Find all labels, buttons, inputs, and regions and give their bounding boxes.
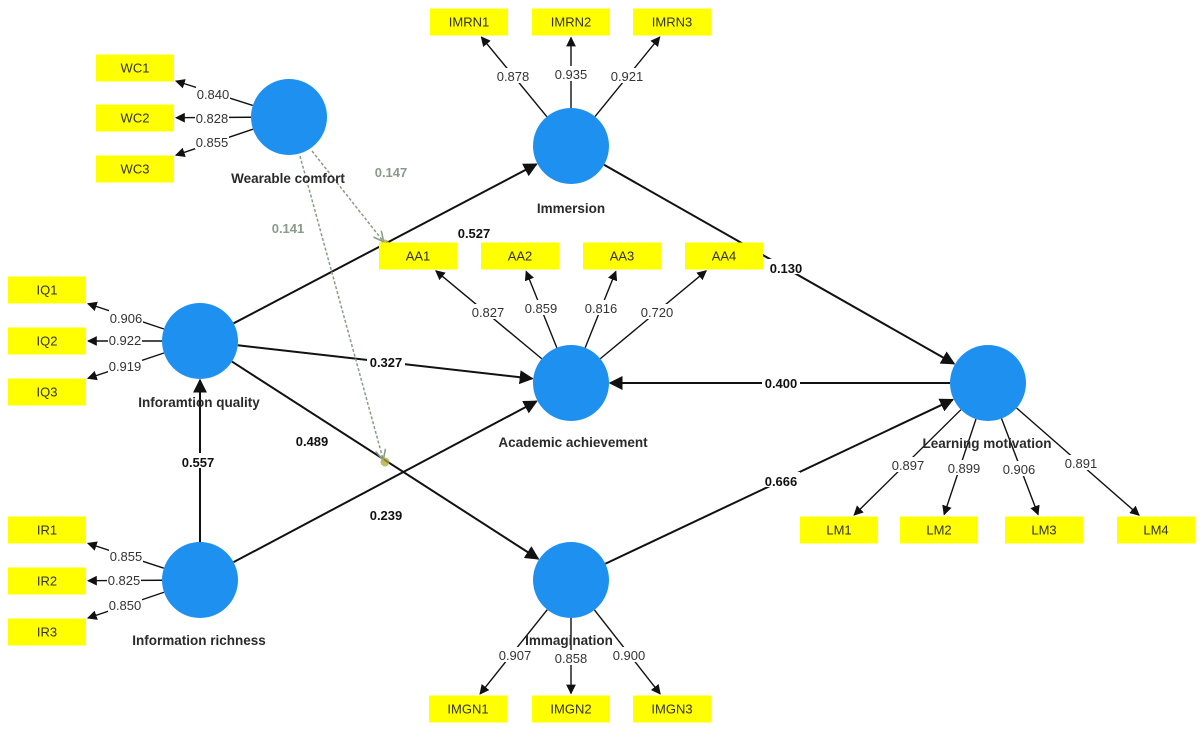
indicator-box-imrn1 <box>430 8 508 36</box>
construct-node-iq <box>162 303 238 379</box>
indicator-label-iq1: IQ1 <box>37 283 58 298</box>
indicator-label-wc2: WC2 <box>121 111 150 126</box>
indicator-label-lm4: LM4 <box>1143 523 1168 538</box>
construct-label-iq: Inforamtion quality <box>138 395 260 410</box>
indicator-box-wc2 <box>96 104 174 132</box>
indicator-label-imgn1: IMGN1 <box>447 702 488 717</box>
indicator-label-aa1: AA1 <box>406 249 431 264</box>
construct-label-aa: Academic achievement <box>498 435 648 450</box>
path-coefficient-lm-aa: 0.400 <box>765 376 798 391</box>
indicator-box-iq3 <box>8 378 86 406</box>
indicator-box-aa3 <box>583 242 661 270</box>
indicator-label-imgn2: IMGN2 <box>550 702 591 717</box>
path-coefficient-img-lm: 0.666 <box>765 474 798 489</box>
indicator-box-imgn2 <box>532 695 610 723</box>
indicator-label-imrn1: IMRN1 <box>449 15 489 30</box>
indicator-box-iq2 <box>8 327 86 355</box>
construct-label-img: Immagination <box>525 633 613 648</box>
loading-value-lm2: 0.899 <box>948 461 981 476</box>
indicator-label-imgn3: IMGN3 <box>651 702 692 717</box>
loading-value-imrn1: 0.878 <box>497 69 530 84</box>
moderation-coefficient-iq-imr: 0.147 <box>375 165 408 180</box>
indicator-box-iq1 <box>8 276 86 304</box>
indicator-label-aa2: AA2 <box>508 249 533 264</box>
indicator-label-imrn3: IMRN3 <box>652 15 692 30</box>
indicator-label-imrn2: IMRN2 <box>551 15 591 30</box>
indicator-label-aa4: AA4 <box>712 249 737 264</box>
loading-value-iq1: 0.906 <box>110 311 143 326</box>
loading-value-iq3: 0.919 <box>109 359 142 374</box>
indicator-label-wc1: WC1 <box>121 61 150 76</box>
indicator-label-lm3: LM3 <box>1031 523 1056 538</box>
construct-node-aa <box>533 345 609 421</box>
loading-value-lm1: 0.897 <box>892 458 925 473</box>
indicator-label-ir3: IR3 <box>37 625 57 640</box>
path-coefficient-ir-iq: 0.557 <box>182 455 215 470</box>
indicator-box-lm1 <box>800 516 878 544</box>
indicator-box-ir3 <box>8 618 86 646</box>
moderation-coefficient-iq-img: 0.141 <box>272 221 305 236</box>
moderation-arrow-iq-img <box>299 155 383 459</box>
indicator-box-lm3 <box>1005 516 1083 544</box>
indicator-label-iq3: IQ3 <box>37 385 58 400</box>
indicator-box-wc1 <box>96 54 174 82</box>
indicator-label-ir1: IR1 <box>37 523 57 538</box>
loading-value-lm4: 0.891 <box>1065 456 1098 471</box>
indicator-box-lm2 <box>900 516 978 544</box>
loading-value-aa2: 0.859 <box>525 301 558 316</box>
path-coefficient-imr-lm: 0.130 <box>770 261 803 276</box>
construct-node-wc <box>251 79 327 155</box>
loading-value-aa3: 0.816 <box>585 301 618 316</box>
construct-node-imr <box>533 108 609 184</box>
construct-label-imr: Immersion <box>537 201 605 216</box>
indicator-label-lm1: LM1 <box>826 523 851 538</box>
indicator-label-aa3: AA3 <box>610 249 635 264</box>
indicator-label-wc3: WC3 <box>121 162 150 177</box>
indicator-box-ir1 <box>8 516 86 544</box>
construct-label-ir: Information richness <box>132 633 266 648</box>
moderation-point-iq-img <box>380 457 390 467</box>
indicator-box-ir2 <box>8 567 86 595</box>
indicator-box-imgn3 <box>633 695 711 723</box>
construct-node-img <box>533 542 609 618</box>
indicator-box-imrn3 <box>633 8 711 36</box>
path-coefficient-iq-aa: 0.327 <box>370 355 403 370</box>
loading-value-imgn3: 0.900 <box>613 648 646 663</box>
indicator-box-imgn1 <box>429 695 507 723</box>
indicator-box-lm4 <box>1117 516 1195 544</box>
loading-value-ir2: 0.825 <box>108 573 141 588</box>
path-coefficient-iq-imr: 0.527 <box>458 226 491 241</box>
indicator-label-lm2: LM2 <box>926 523 951 538</box>
indicator-box-imrn2 <box>532 8 610 36</box>
indicator-label-ir2: IR2 <box>37 574 57 589</box>
construct-node-lm <box>950 345 1026 421</box>
loading-value-ir3: 0.850 <box>109 598 142 613</box>
loading-value-aa1: 0.827 <box>472 305 505 320</box>
loading-value-lm3: 0.906 <box>1003 462 1036 477</box>
construct-label-wc: Wearable comfort <box>231 171 345 186</box>
path-arrow-ir-to-aa <box>233 400 538 564</box>
path-coefficient-iq-img: 0.489 <box>296 434 329 449</box>
moderation-arrow-iq-imr <box>311 150 383 241</box>
loading-value-wc2: 0.828 <box>196 111 229 126</box>
indicator-box-aa1 <box>379 242 457 270</box>
loading-value-ir1: 0.855 <box>110 549 143 564</box>
path-coefficient-ir-aa: 0.239 <box>370 508 403 523</box>
indicator-box-wc3 <box>96 155 174 183</box>
loading-value-aa4: 0.720 <box>641 305 674 320</box>
loading-value-imgn2: 0.858 <box>555 651 588 666</box>
loading-value-imgn1: 0.907 <box>499 648 532 663</box>
indicator-box-aa4 <box>685 242 763 270</box>
loading-value-imrn3: 0.921 <box>611 69 644 84</box>
loading-value-wc1: 0.840 <box>197 87 230 102</box>
loading-value-imrn2: 0.935 <box>555 67 588 82</box>
loading-value-wc3: 0.855 <box>196 135 229 150</box>
construct-node-ir <box>162 542 238 618</box>
construct-label-lm: Learning motivation <box>922 436 1051 451</box>
loading-value-iq2: 0.922 <box>109 333 142 348</box>
indicator-box-aa2 <box>481 242 559 270</box>
indicator-label-iq2: IQ2 <box>37 334 58 349</box>
